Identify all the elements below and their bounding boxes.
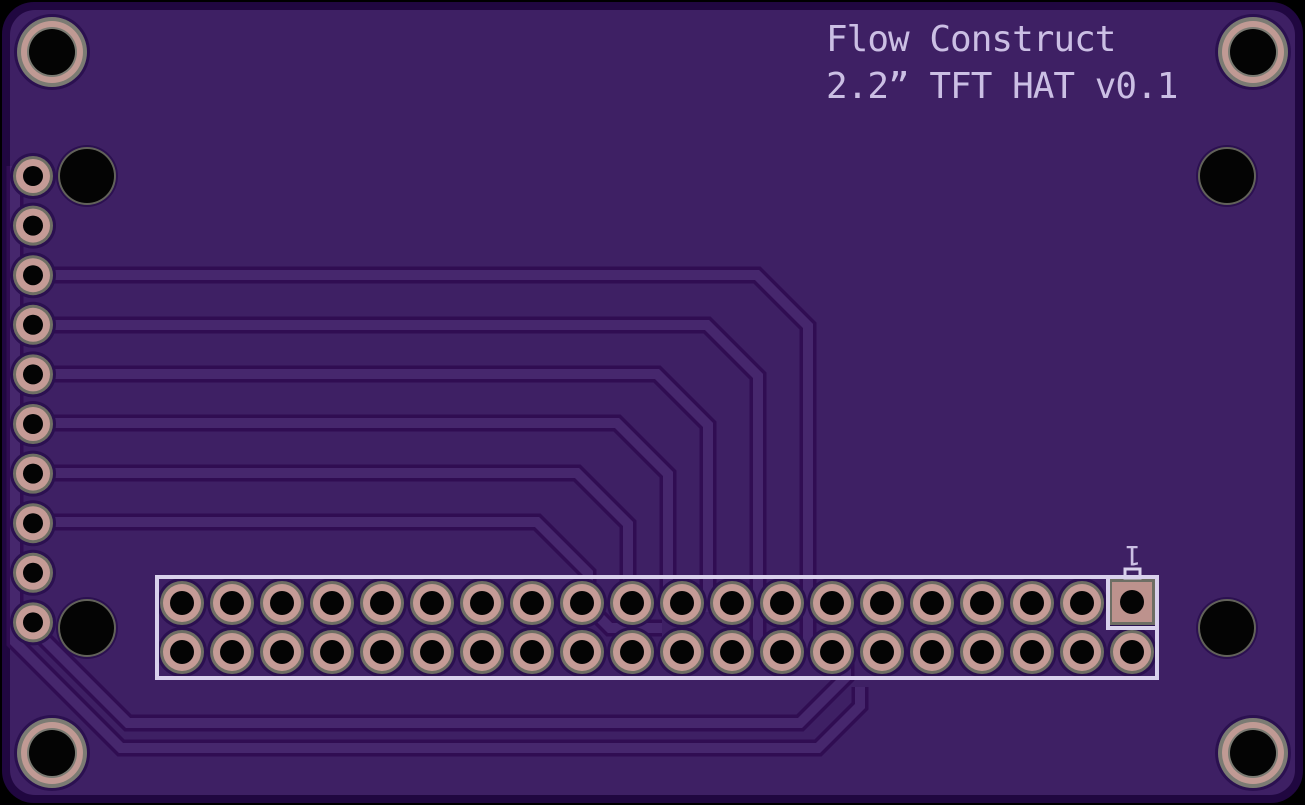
gpio-pad-drill [1070, 640, 1094, 664]
pin1-square-pad-drill [1120, 590, 1144, 614]
left-header-pad-drill [23, 414, 43, 434]
left-header-pad-drill [23, 612, 43, 633]
gpio-pad-drill [170, 591, 194, 615]
left-header-pad-drill [23, 215, 43, 236]
mounting-hole-drill [29, 730, 75, 776]
silkscreen-title-line1: Flow Construct [826, 19, 1116, 60]
mounting-hole-drill [29, 29, 75, 75]
unplated-hole [60, 149, 114, 203]
left-header-pad-drill [23, 166, 43, 186]
gpio-pad-drill [520, 591, 544, 615]
gpio-pad-drill [620, 640, 644, 664]
left-header-pad-drill [23, 513, 43, 534]
copper-trace [46, 369, 713, 612]
gpio-pad-drill [820, 591, 844, 615]
gpio-pad-drill [420, 640, 444, 664]
pin1-silkscreen-label: 1 [1124, 539, 1142, 570]
gpio-pad-drill [370, 591, 394, 615]
gpio-pad-drill [220, 640, 244, 664]
gpio-pad-drill [920, 640, 944, 664]
gpio-pad-drill [670, 640, 694, 664]
gpio-pad-drill [320, 640, 344, 664]
unplated-hole [60, 601, 114, 655]
gpio-pad-drill [770, 640, 794, 664]
gpio-pad-drill [520, 640, 544, 664]
mounting-hole-drill [1230, 730, 1276, 776]
gpio-pad-drill [470, 591, 494, 615]
gpio-pad-drill [720, 591, 744, 615]
left-header-pad-drill [23, 463, 43, 484]
unplated-hole [1200, 149, 1254, 203]
gpio-pad-drill [620, 591, 644, 615]
gpio-pad-drill [720, 640, 744, 664]
gpio-pad-drill [870, 640, 894, 664]
pin1-silkscreen-notch [1123, 567, 1142, 580]
copper-trace [46, 270, 813, 648]
gpio-pad-drill [970, 640, 994, 664]
silkscreen-title-line2: 2.2” TFT HAT v0.1 [826, 66, 1178, 107]
gpio-pad-drill [570, 591, 594, 615]
gpio-pad-drill [820, 640, 844, 664]
gpio-pad-drill [970, 591, 994, 615]
mounting-hole-drill [1230, 29, 1276, 75]
left-header-pad-drill [23, 562, 43, 583]
copper-trace [46, 320, 763, 640]
gpio-pad-drill [1070, 591, 1094, 615]
gpio-pad-drill [920, 591, 944, 615]
gpio-pad-drill [1020, 591, 1044, 615]
gpio-pad-drill [1120, 640, 1144, 664]
gpio-pad-drill [170, 640, 194, 664]
gpio-pad-drill [470, 640, 494, 664]
gpio-pad-drill [370, 640, 394, 664]
gpio-pad-drill [870, 591, 894, 615]
gpio-pad-drill [270, 591, 294, 615]
gpio-pad-drill [320, 591, 344, 615]
unplated-hole [1200, 601, 1254, 655]
gpio-pad-drill [220, 591, 244, 615]
left-header-pad-drill [23, 364, 43, 385]
left-header-pad-drill [23, 314, 43, 335]
gpio-pad-drill [270, 640, 294, 664]
gpio-pad-drill [1020, 640, 1044, 664]
left-header-pad-drill [23, 265, 43, 286]
copper-trace [46, 468, 633, 590]
gpio-pad-drill [770, 591, 794, 615]
gpio-pad-drill [570, 640, 594, 664]
gpio-pad-drill [420, 591, 444, 615]
gpio-pad-drill [670, 591, 694, 615]
copper-trace [46, 418, 673, 600]
